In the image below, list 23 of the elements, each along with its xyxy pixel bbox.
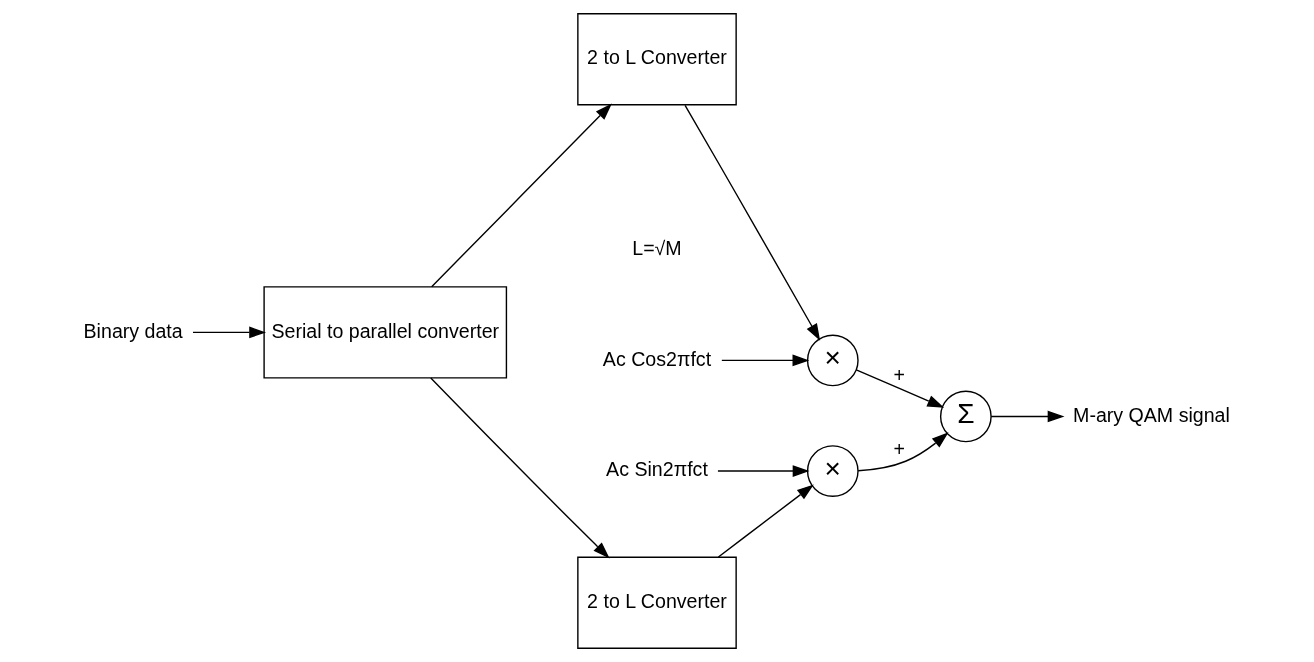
node-text: Binary data (83, 319, 183, 342)
arrow (684, 104, 821, 341)
arrow (430, 377, 610, 559)
arrow (857, 432, 949, 472)
node-text: Ac Sin2πfct (606, 458, 708, 481)
edge-label: + (893, 437, 906, 460)
arrow (717, 484, 814, 558)
node-text: M-ary QAM signal (1073, 403, 1230, 426)
label: L=√M (632, 236, 682, 259)
edge-label: + (893, 363, 906, 386)
arrow (717, 465, 810, 477)
arrow (431, 103, 612, 288)
node-box: Serial to parallel converter (263, 286, 508, 379)
node-box: 2 to L Converter (577, 13, 737, 106)
node-circle: × (806, 334, 859, 387)
arrow (990, 410, 1065, 423)
arrow (855, 369, 945, 408)
node-box: 2 to L Converter (577, 556, 737, 649)
node-circle: × (806, 445, 859, 497)
arrow (721, 354, 810, 367)
node-circle: Σ (939, 390, 992, 443)
node-text: Ac Cos2πfct (602, 347, 712, 370)
arrow (192, 326, 267, 339)
